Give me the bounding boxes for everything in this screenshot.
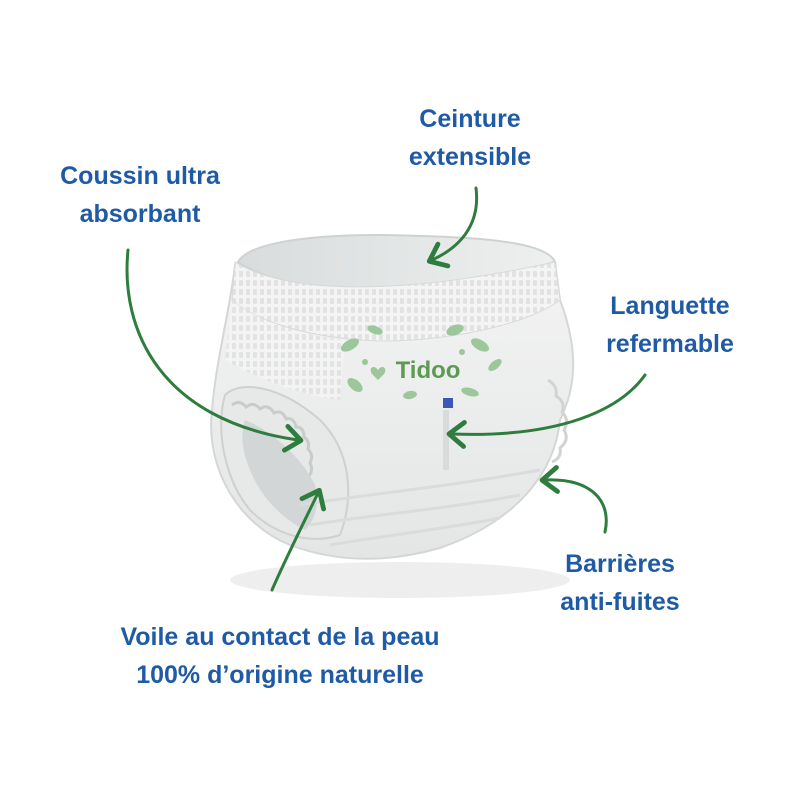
- label-tab-line1: Languette: [610, 292, 730, 320]
- arrow-tab: [446, 373, 647, 449]
- right-ruffle: [547, 378, 569, 464]
- label-waistband: Ceinture extensible: [400, 100, 540, 176]
- label-barriers-line1: Barrières: [565, 550, 675, 578]
- label-pad-line1: Coussin ultra: [60, 162, 220, 190]
- label-veil-line2: 100% d’origine naturelle: [136, 661, 424, 689]
- label-tab: Languette refermable: [585, 287, 755, 363]
- label-barriers-line2: anti-fuites: [560, 588, 680, 616]
- leaf-decoration: [340, 324, 502, 400]
- label-waistband-line2: extensible: [408, 143, 532, 171]
- arrow-pad: [125, 248, 304, 453]
- side-knit-panel: [225, 300, 345, 400]
- label-waistband-line1: Ceinture: [419, 105, 521, 133]
- pointer-arrows: [125, 186, 647, 592]
- absorbent-pad: [242, 420, 317, 530]
- label-pad-line2: absorbant: [79, 200, 201, 228]
- refastenable-tab: [443, 398, 453, 408]
- label-barriers: Barrières anti-fuites: [545, 545, 695, 621]
- label-pad: Coussin ultra absorbant: [40, 157, 240, 233]
- arrow-veil: [270, 487, 327, 592]
- arrow-barriers: [539, 465, 608, 534]
- brand-logo: Tidoo: [396, 357, 461, 384]
- arrow-waistband: [426, 186, 479, 269]
- ground-shadow: [230, 562, 570, 598]
- waistband-knit: [231, 261, 561, 342]
- label-veil-line1: Voile au contact de la peau: [120, 623, 440, 651]
- label-tab-line2: refermable: [606, 330, 734, 358]
- label-veil: Voile au contact de la peau 100% d’origi…: [80, 618, 480, 694]
